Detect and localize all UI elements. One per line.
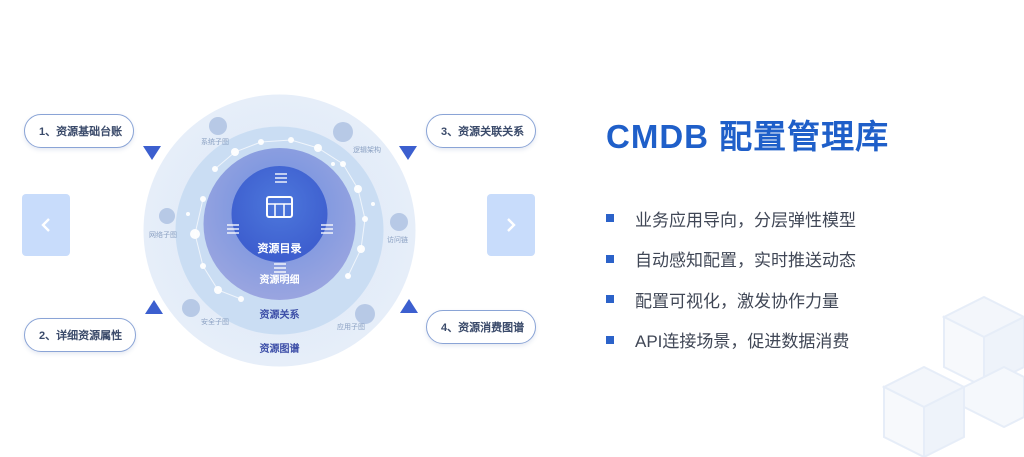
list-item: 自动感知配置，实时推送动态 — [606, 239, 856, 280]
list-item: 业务应用导向，分层弹性模型 — [606, 198, 856, 239]
ring-label-detail: 资源明细 — [260, 273, 300, 286]
list-item: 配置可视化，激发协作力量 — [606, 279, 856, 320]
bullet-icon — [606, 335, 614, 344]
arrow-down-icon — [399, 146, 417, 160]
step-4-pill: 4、资源消费图谱 — [426, 310, 536, 344]
list-item: API连接场景，促进数据消费 — [606, 320, 856, 361]
bullet-icon — [606, 214, 614, 223]
feature-text: 业务应用导向，分层弹性模型 — [635, 210, 856, 230]
step-3-pill: 3、资源关联关系 — [426, 114, 536, 148]
step-1-label: 1、资源基础台账 — [39, 126, 123, 138]
arrow-up-icon — [145, 300, 163, 314]
side-label-network: 网络子图 — [149, 230, 177, 239]
feature-text: API连接场景，促进数据消费 — [635, 332, 850, 352]
ring-label-relation: 资源关系 — [260, 308, 300, 321]
center-label: 资源目录 — [258, 241, 302, 255]
chevron-right-icon — [507, 218, 516, 232]
page-title: CMDB 配置管理库 — [606, 118, 890, 155]
feature-text: 配置可视化，激发协作力量 — [635, 291, 839, 311]
ring-label-graph: 资源图谱 — [260, 342, 300, 355]
side-label-system: 系统子图 — [201, 137, 229, 146]
carousel-next-button[interactable] — [487, 194, 535, 256]
step-1-pill: 1、资源基础台账 — [24, 114, 134, 148]
chevron-left-icon — [41, 218, 50, 232]
bullet-icon — [606, 254, 614, 263]
feature-text: 自动感知配置，实时推送动态 — [635, 251, 856, 271]
side-label-architecture: 逻辑架构 — [353, 145, 381, 154]
feature-list: 业务应用导向，分层弹性模型 自动感知配置，实时推送动态 配置可视化，激发协作力量… — [606, 198, 856, 360]
step-3-label: 3、资源关联关系 — [441, 126, 525, 138]
step-2-pill: 2、详细资源属性 — [24, 318, 136, 352]
step-4-label: 4、资源消费图谱 — [441, 322, 525, 334]
side-label-security: 安全子图 — [201, 317, 229, 326]
resource-ring-diagram: 资源目录 资源明细 资源关系 资源图谱 系统子图 逻辑架构 网络子图 访问链 安… — [143, 94, 416, 367]
table-icon — [266, 196, 293, 218]
carousel-prev-button[interactable] — [22, 194, 70, 256]
arrow-down-icon — [143, 146, 161, 160]
arrow-up-icon — [400, 299, 418, 313]
side-label-access: 访问链 — [387, 235, 408, 244]
bullet-icon — [606, 295, 614, 304]
step-2-label: 2、详细资源属性 — [39, 330, 123, 342]
cube-decoration — [881, 295, 1024, 457]
side-label-application: 应用子图 — [337, 322, 365, 331]
